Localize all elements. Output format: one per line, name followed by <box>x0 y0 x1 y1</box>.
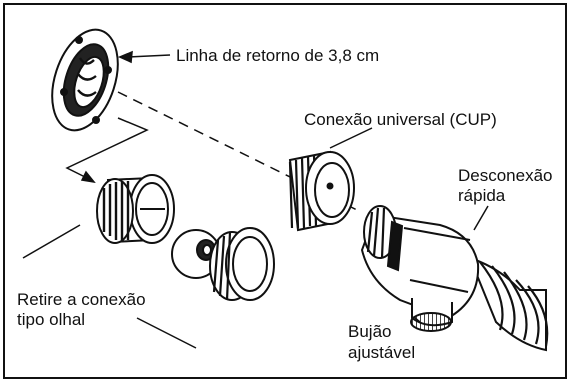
cup-pointer-line <box>329 127 373 149</box>
remove-eyeball-label-line1: Retire a conexão <box>17 290 146 309</box>
quick-disconnect-label-line2: rápida <box>458 186 506 205</box>
remove-eyeball-label-line2: tipo olhal <box>17 310 86 329</box>
eyeball-fitting <box>96 174 175 244</box>
plug-label-line2: ajustável <box>348 343 416 362</box>
universal-connection-label: Conexão universal (CUP) <box>304 110 497 129</box>
quick-disconnect-pointer <box>473 205 489 231</box>
plug-label-line1: Bujão <box>348 322 392 341</box>
locking-ring <box>209 227 275 301</box>
universal-connection-part <box>288 150 355 232</box>
plug-pointer <box>413 316 421 323</box>
quick-disconnect-label-line1: Desconexão <box>458 166 553 185</box>
quick-disconnect-assembly <box>360 205 549 352</box>
return-line-label: Linha de retorno de 3,8 cm <box>176 46 380 65</box>
remove-eyeball-bracket <box>22 224 197 349</box>
connector-line <box>65 117 149 184</box>
return-line-arrow <box>117 50 171 64</box>
return-line-flange <box>51 28 119 132</box>
